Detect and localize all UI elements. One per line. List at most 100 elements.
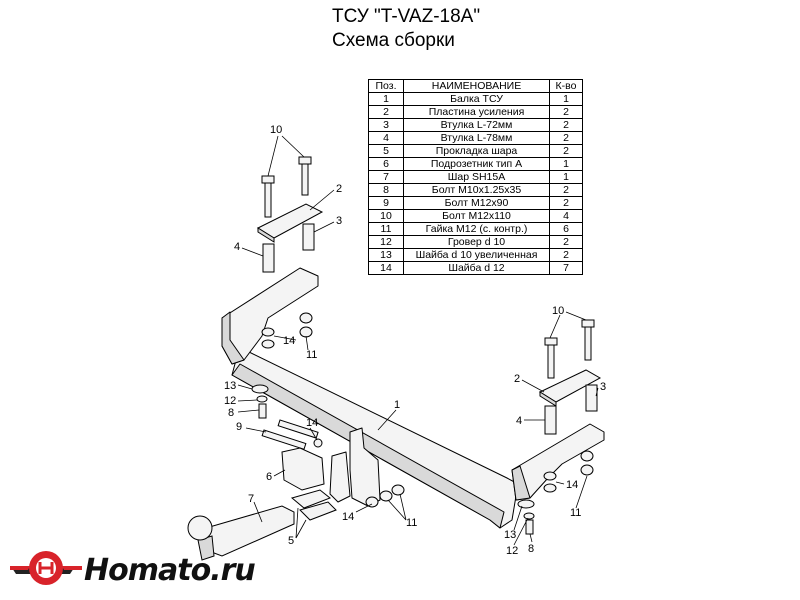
washer-14-left-b bbox=[261, 339, 275, 349]
bolt-10-left-b bbox=[301, 162, 309, 196]
leader-5b bbox=[295, 519, 307, 539]
leader-3-right bbox=[595, 387, 599, 397]
plate-2-left-edge bbox=[257, 227, 275, 243]
callout-10-right: 10 bbox=[552, 305, 564, 317]
leader-1 bbox=[377, 409, 397, 431]
callout-12-left: 12 bbox=[224, 395, 236, 407]
leader-11-center-b bbox=[399, 493, 407, 521]
leader-9 bbox=[245, 427, 267, 433]
callout-3-right: 3 bbox=[600, 381, 606, 393]
leader-14-left bbox=[273, 335, 297, 341]
washer-14-right-a bbox=[543, 471, 557, 481]
grover-12-left bbox=[256, 395, 268, 403]
callout-8-left: 8 bbox=[228, 407, 234, 419]
washer-13-left bbox=[251, 384, 269, 394]
callout-4-left: 4 bbox=[234, 241, 240, 253]
callout-8-right: 8 bbox=[528, 543, 534, 555]
callout-14-right: 14 bbox=[566, 479, 578, 491]
nut-11-right-a bbox=[580, 450, 594, 462]
callout-4-right: 4 bbox=[516, 415, 522, 427]
tow-beam-shade bbox=[231, 363, 505, 529]
washer-14-right-b bbox=[543, 483, 557, 493]
right-mount-bracket-side bbox=[511, 465, 531, 501]
callout-12-right: 12 bbox=[506, 545, 518, 557]
callout-10-left: 10 bbox=[270, 124, 282, 136]
bolt-9-a bbox=[261, 429, 307, 450]
cell-name: Шайба d 12 bbox=[403, 261, 550, 275]
callout-14-center-b: 14 bbox=[342, 511, 354, 523]
bolt-10-right-b bbox=[584, 325, 592, 361]
leader-12-left bbox=[237, 399, 258, 402]
leader-13-right bbox=[513, 505, 523, 531]
leader-3-left bbox=[313, 221, 335, 233]
callout-6: 6 bbox=[266, 471, 272, 483]
page-title: ТСУ "T-VAZ-18A" bbox=[332, 6, 481, 27]
callout-5: 5 bbox=[288, 535, 294, 547]
leader-4-left bbox=[241, 247, 264, 257]
bolt-9-b bbox=[277, 419, 319, 439]
leader-14-right bbox=[555, 481, 565, 485]
leader-11-right bbox=[575, 475, 588, 509]
center-hook-plate bbox=[349, 427, 381, 507]
socket-bracket-6 bbox=[281, 447, 325, 491]
callout-11-right: 11 bbox=[570, 507, 581, 519]
bolt-10-left-a-head bbox=[261, 175, 275, 184]
leader-7 bbox=[253, 501, 263, 523]
nut-11-right-b bbox=[580, 464, 594, 476]
center-hook-plate-2 bbox=[329, 451, 351, 503]
cell-name: Болт М10х1.25х35 bbox=[403, 183, 550, 197]
bolt-10-left-a bbox=[264, 181, 272, 218]
callout-2-left: 2 bbox=[336, 183, 342, 195]
callout-3-left: 3 bbox=[336, 215, 342, 227]
nut-11-left-b bbox=[299, 326, 313, 338]
bolt-10-right-a bbox=[547, 343, 555, 379]
washer-13-right bbox=[517, 499, 535, 509]
nut-11-center-a bbox=[365, 496, 379, 508]
leader-2-right bbox=[521, 379, 545, 393]
logo-text: Homato.ru bbox=[84, 553, 256, 588]
sleeve-3-right bbox=[585, 384, 598, 412]
shim-5-a bbox=[290, 489, 331, 509]
callout-1: 1 bbox=[394, 399, 400, 411]
callout-11-center: 11 bbox=[406, 517, 417, 529]
bolt-8-right bbox=[525, 519, 534, 535]
left-mount-bracket-side bbox=[221, 311, 245, 365]
leader-8-left bbox=[237, 409, 260, 413]
cell-qty: 7 bbox=[549, 261, 583, 275]
nut-11-left-a bbox=[299, 312, 313, 324]
leader-11-center-a bbox=[387, 499, 407, 521]
logo-right-wing bbox=[62, 566, 82, 570]
bolt-10-right-a-head bbox=[544, 337, 558, 346]
bolt-10-left-b-head bbox=[298, 156, 312, 165]
shim-5-b bbox=[299, 501, 337, 521]
leader-10-right-a bbox=[549, 314, 561, 339]
callout-11-left: 11 bbox=[306, 349, 317, 361]
leader-8-right bbox=[529, 533, 533, 543]
logo-h-icon bbox=[38, 562, 54, 574]
bolt-8-left bbox=[258, 403, 267, 419]
cell-name: Втулка L-72мм bbox=[403, 118, 550, 132]
sleeve-4-left bbox=[262, 243, 275, 273]
leader-14-center bbox=[309, 427, 318, 441]
nut-11-center-c bbox=[391, 484, 405, 496]
nut-11-center-b bbox=[379, 490, 393, 502]
cell-name: Шар SH15A bbox=[403, 170, 550, 184]
callout-14-left: 14 bbox=[283, 335, 295, 347]
logo-emblem bbox=[10, 551, 82, 585]
leader-10-left-a bbox=[267, 135, 279, 177]
leader-10-right-b bbox=[565, 311, 587, 321]
sleeve-4-right bbox=[544, 405, 557, 435]
leader-2-left bbox=[309, 189, 335, 211]
sleeve-3-left bbox=[302, 223, 315, 251]
leader-13-left bbox=[237, 384, 253, 390]
bolt-10-right-b-head bbox=[581, 319, 595, 328]
tow-ball-arm-7 bbox=[205, 505, 295, 557]
